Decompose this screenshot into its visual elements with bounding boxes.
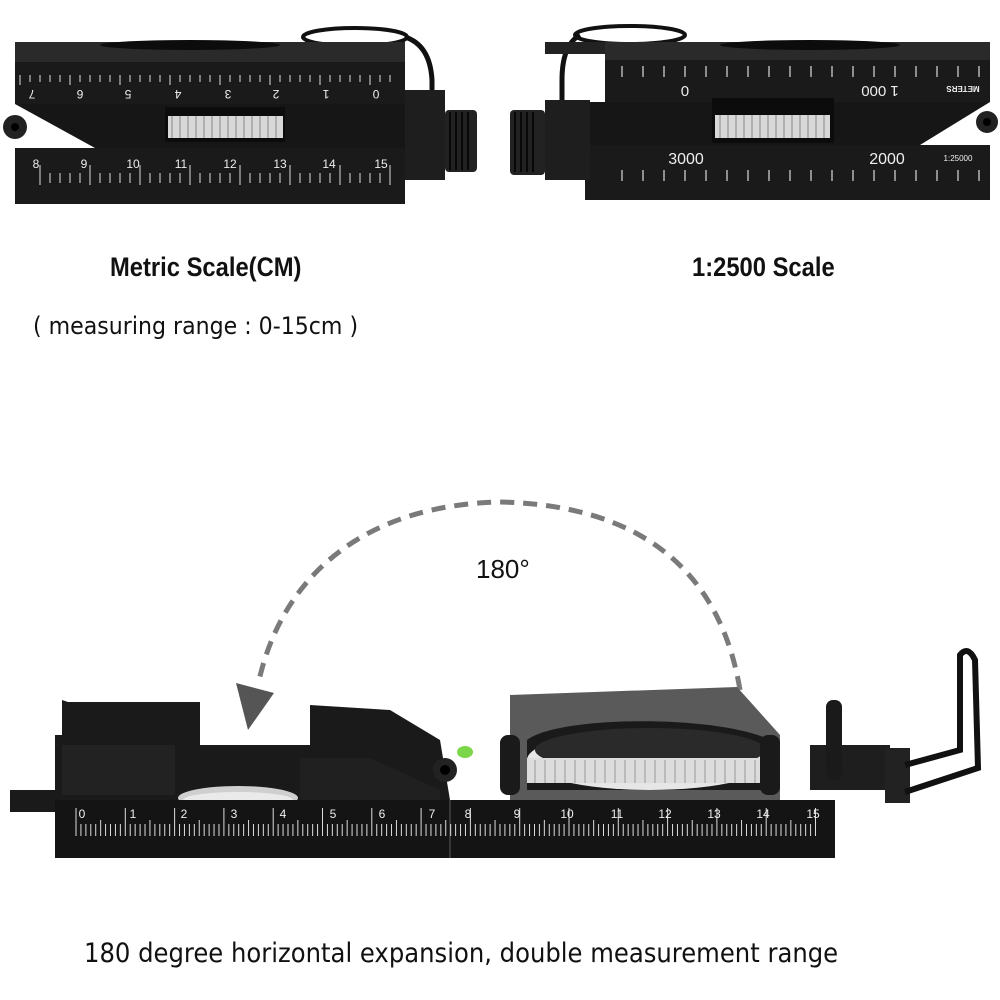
svg-text:10: 10 xyxy=(560,807,574,821)
svg-text:4: 4 xyxy=(280,807,287,821)
svg-text:8: 8 xyxy=(33,157,40,171)
svg-text:8: 8 xyxy=(465,807,472,821)
svg-text:7: 7 xyxy=(429,807,436,821)
svg-text:0: 0 xyxy=(681,82,689,99)
svg-text:METERS: METERS xyxy=(946,84,980,93)
svg-text:0: 0 xyxy=(372,87,379,101)
svg-text:15: 15 xyxy=(806,807,820,821)
svg-text:2: 2 xyxy=(181,807,188,821)
metric-range-subtitle: ( measuring range : 0-15cm ) xyxy=(33,312,359,340)
svg-text:1: 1 xyxy=(322,87,329,101)
svg-text:14: 14 xyxy=(756,807,770,821)
expanded-compass-image: 0 1 2 3 4 5 6 7 8 9 10 11 12 13 14 15 xyxy=(10,648,982,858)
svg-text:5: 5 xyxy=(124,87,131,101)
map-scale-compass-image: 0 1 000 METERS 3000 2000 1:25000 xyxy=(510,24,998,200)
map-scale-title: 1:2500 Scale xyxy=(692,252,835,282)
svg-text:1: 1 xyxy=(130,807,137,821)
svg-text:1:25000: 1:25000 xyxy=(944,154,973,163)
svg-text:6: 6 xyxy=(379,807,386,821)
svg-text:3: 3 xyxy=(231,807,238,821)
svg-text:9: 9 xyxy=(514,807,521,821)
svg-text:3: 3 xyxy=(224,87,231,101)
svg-text:14: 14 xyxy=(322,157,336,171)
svg-text:2: 2 xyxy=(272,87,279,101)
svg-text:15: 15 xyxy=(374,157,388,171)
svg-text:6: 6 xyxy=(76,87,83,101)
svg-text:12: 12 xyxy=(223,157,237,171)
svg-text:0: 0 xyxy=(79,807,86,821)
svg-text:7: 7 xyxy=(28,87,35,101)
svg-text:11: 11 xyxy=(175,157,188,171)
svg-text:13: 13 xyxy=(707,807,721,821)
svg-text:11: 11 xyxy=(611,807,624,821)
svg-text:5: 5 xyxy=(330,807,337,821)
svg-text:2000: 2000 xyxy=(869,151,905,168)
svg-text:3000: 3000 xyxy=(668,151,704,168)
svg-text:9: 9 xyxy=(81,157,88,171)
metric-scale-compass-image: 7 6 5 4 3 2 1 0 8 9 10 11 12 13 14 15 xyxy=(3,26,477,204)
bottom-caption: 180 degree horizontal expansion, double … xyxy=(84,938,839,969)
metric-scale-title: Metric Scale(CM) xyxy=(110,252,302,282)
svg-text:4: 4 xyxy=(174,87,181,101)
angle-label: 180° xyxy=(476,554,530,584)
svg-text:10: 10 xyxy=(126,157,140,171)
svg-text:1 000: 1 000 xyxy=(861,82,899,99)
svg-text:13: 13 xyxy=(273,157,287,171)
svg-text:12: 12 xyxy=(658,807,672,821)
